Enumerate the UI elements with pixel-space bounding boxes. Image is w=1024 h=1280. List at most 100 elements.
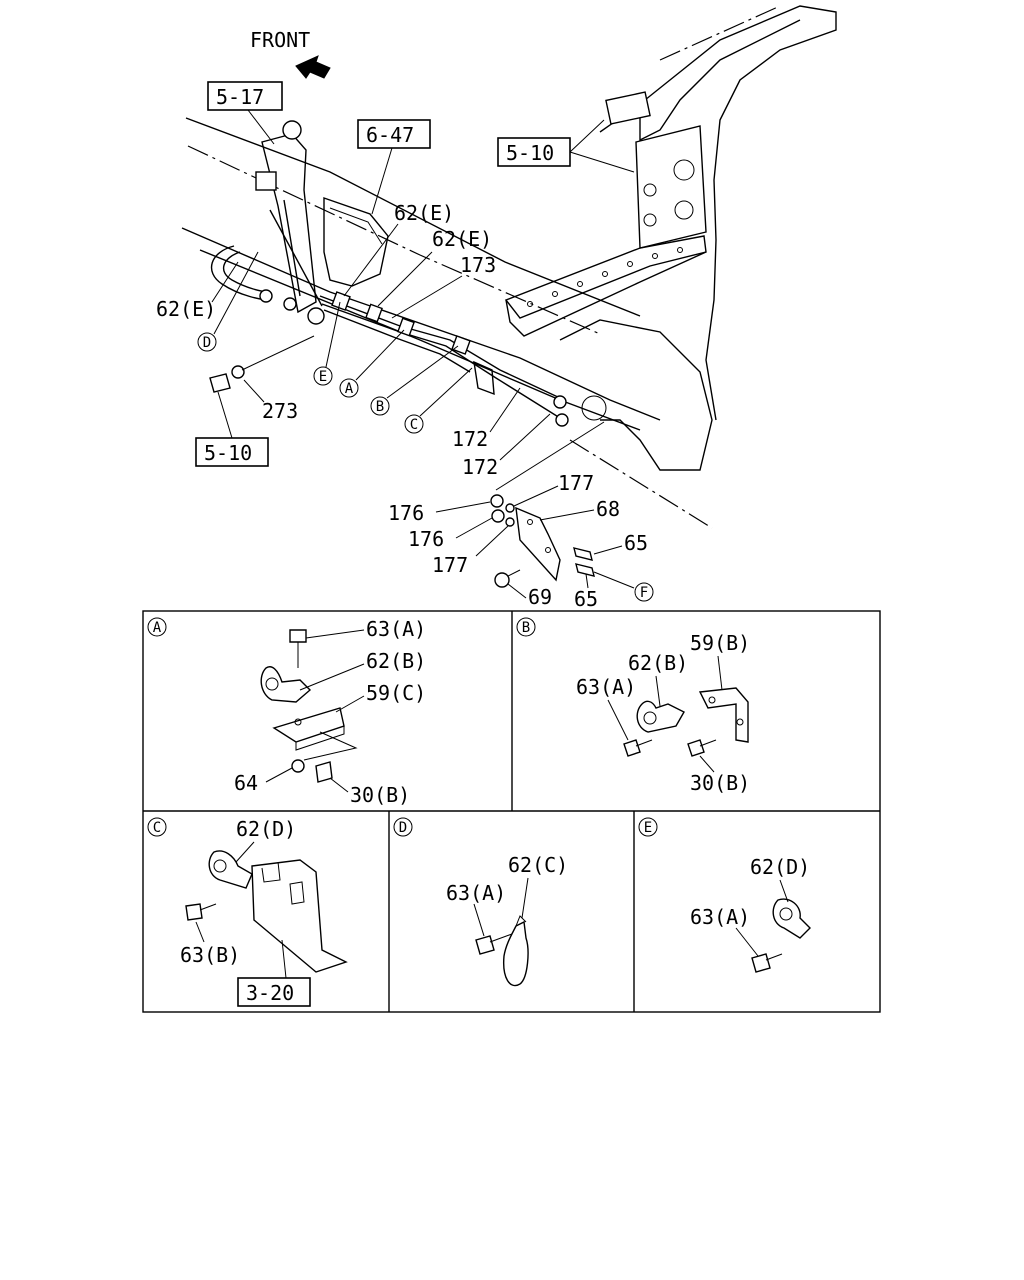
svg-text:5-10: 5-10 [204, 441, 252, 465]
crossmember-hole-3 [643, 183, 657, 197]
crossmember-side [635, 125, 707, 249]
bolt-65-1 [573, 547, 593, 561]
panel-d: D 62(C) 63(A) [393, 817, 568, 987]
svg-text:C: C [153, 820, 161, 836]
pipe-end-fitting-2 [555, 413, 569, 427]
circle-callout-c: C [404, 367, 473, 434]
nut-64-a [291, 759, 305, 773]
fender-panel-edge [329, 207, 383, 245]
hose-fitting-1 [259, 289, 273, 303]
lower-body-outline [559, 319, 713, 471]
nut-176-1 [490, 494, 504, 508]
svg-text:A: A [153, 620, 162, 636]
panel-b: B 59(B) 62(B) 63(A) 30(B) [516, 617, 750, 795]
svg-text:62(D): 62(D) [236, 817, 296, 841]
cab-mount-block [605, 91, 651, 125]
callout-62e-3: 62(E) [156, 297, 216, 321]
svg-text:62(C): 62(C) [508, 853, 568, 877]
callout-68: 68 [596, 497, 620, 521]
svg-text:63(A): 63(A) [446, 881, 506, 905]
circle-callout-f: F [634, 582, 654, 602]
washer-177-2 [505, 517, 515, 527]
ref-box-5-10-top: 5-10 [497, 137, 571, 167]
callout-273: 273 [262, 399, 298, 423]
pipe-clip-3 [397, 317, 415, 337]
column-bracket [255, 171, 277, 191]
brake-pipe-3 [323, 309, 471, 373]
ref-box-3-20: 3-20 [237, 977, 311, 1007]
pipe-clip-4 [451, 335, 471, 355]
fender-panel [323, 197, 389, 287]
callout-65-2: 65 [574, 587, 598, 611]
callout-62e-1: 62(E) [394, 201, 454, 225]
nut-176-2 [491, 509, 505, 523]
front-label: FRONT [250, 28, 310, 52]
cab-body-outline [599, 5, 837, 421]
bracket-3-20-c [251, 859, 348, 973]
bracket-59c-a [272, 707, 345, 743]
frame-rail-upper [185, 117, 641, 317]
bolt-65-2 [575, 563, 595, 577]
bolt-63a-a [289, 629, 307, 643]
svg-text:6-47: 6-47 [366, 123, 414, 147]
hose-fitting-2 [283, 297, 297, 311]
svg-text:63(A): 63(A) [576, 675, 636, 699]
pipe-clip-2 [365, 303, 383, 323]
svg-text:D: D [203, 335, 211, 351]
svg-text:B: B [376, 399, 384, 415]
main-assembly: FRONT [156, 5, 837, 611]
ref-box-5-10-bottom: 5-10 [195, 437, 269, 467]
callout-172-2: 172 [462, 455, 498, 479]
svg-text:3-20: 3-20 [246, 981, 294, 1005]
bolt-510 [209, 373, 231, 393]
pipe-bracket [473, 360, 495, 396]
lower-body-hole [581, 395, 607, 421]
brake-pipe-2 [321, 303, 561, 419]
panel-a: A 63(A) 62(B) 59(C) 64 30(B) [147, 617, 426, 807]
column-bottom-eye [307, 307, 325, 325]
column-strut-2 [283, 199, 301, 297]
callout-176-2: 176 [408, 527, 444, 551]
front-arrow-icon [295, 55, 331, 79]
circle-callout-e: E [313, 301, 341, 386]
svg-text:62(D): 62(D) [750, 855, 810, 879]
callout-173: 173 [460, 253, 496, 277]
svg-text:D: D [399, 820, 407, 836]
callout-62e-2: 62(E) [432, 227, 492, 251]
callout-177-2: 177 [432, 553, 468, 577]
clamp-62c-d [503, 920, 529, 987]
svg-text:64: 64 [234, 771, 258, 795]
callout-177-1: 177 [558, 471, 594, 495]
panel-e: E 62(D) 63(A) [638, 817, 811, 973]
svg-text:E: E [319, 369, 327, 385]
frame-centerline-2 [569, 439, 713, 529]
column-top-eye [282, 120, 302, 140]
svg-text:62(B): 62(B) [366, 649, 426, 673]
svg-text:5-10: 5-10 [506, 141, 554, 165]
cab-body-dash [659, 5, 781, 61]
bolt-63a-b [623, 739, 641, 757]
ref-box-5-17: 5-17 [207, 81, 283, 111]
pipe-clip-1 [331, 291, 351, 311]
circle-callout-a: A [339, 329, 405, 398]
clamp-62b-a [260, 666, 312, 703]
cab-body-inner [639, 19, 801, 142]
svg-text:F: F [640, 585, 648, 601]
svg-text:C: C [410, 417, 418, 433]
bracket-59b-b [698, 687, 749, 743]
washer-177-1 [505, 503, 515, 513]
bolt-63a-d [475, 935, 495, 955]
svg-text:59(B): 59(B) [690, 631, 750, 655]
bolt-30b-a [315, 761, 333, 783]
crossmember-hole-1 [673, 159, 695, 181]
svg-text:5-17: 5-17 [216, 85, 264, 109]
hose-loop-inner [222, 251, 271, 293]
bolt-69-shank [507, 569, 521, 577]
svg-text:30(B): 30(B) [350, 783, 410, 807]
circle-callout-d: D [197, 251, 259, 352]
crossmember-hole-2 [674, 200, 694, 220]
svg-text:59(C): 59(C) [366, 681, 426, 705]
frame-centerline-1 [187, 145, 601, 335]
column-body [261, 133, 317, 314]
